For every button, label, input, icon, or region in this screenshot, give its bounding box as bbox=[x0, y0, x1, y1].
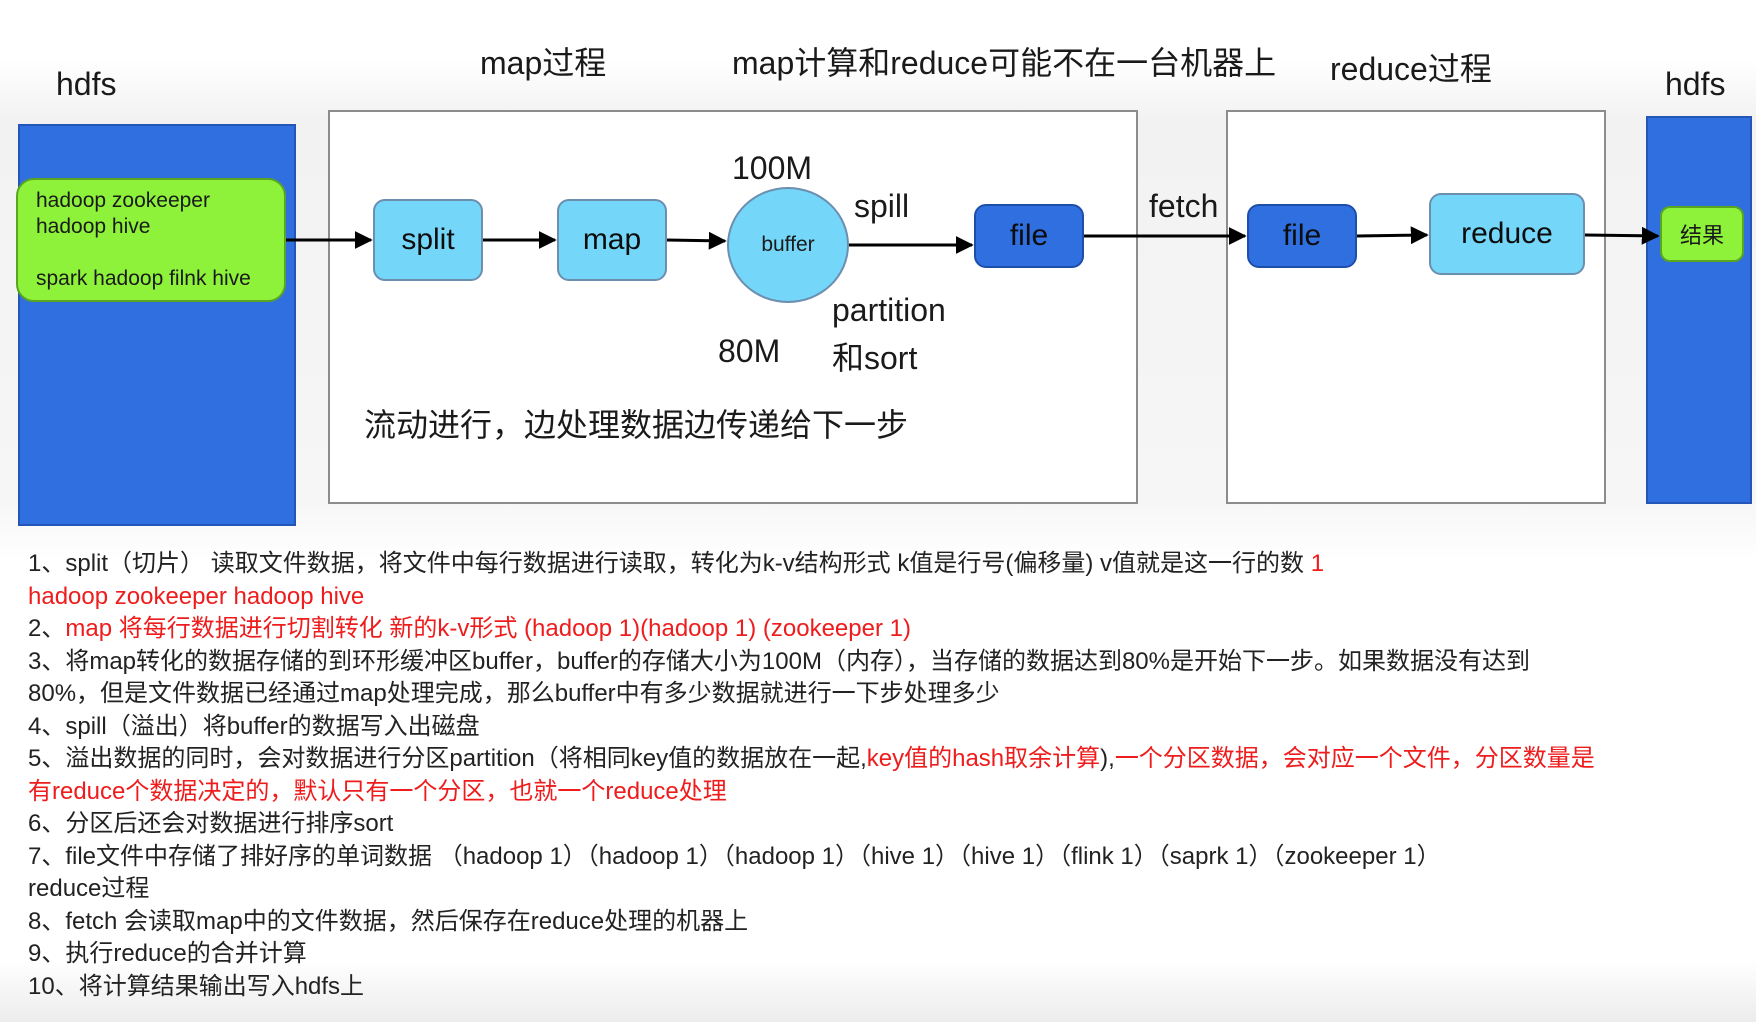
note-7-reduce-heading: reduce过程 bbox=[28, 875, 150, 902]
input-line-2: hadoop hive bbox=[36, 215, 151, 238]
note-6: 6、分区后还会对数据进行排序sort bbox=[28, 810, 394, 837]
note-7: 7、file文件中存储了排好序的单词数据 （hadoop 1）（hadoop 1… bbox=[28, 842, 1441, 870]
process-notes: 1、split（切片） 读取文件数据，将文件中每行数据进行读取，转化为k-v结构… bbox=[28, 548, 1738, 1003]
map-process-panel bbox=[328, 110, 1138, 504]
hdfs-left-label: hdfs bbox=[56, 66, 117, 102]
reduce-node: reduce bbox=[1429, 193, 1585, 275]
arrow-file-to-reduce bbox=[1356, 226, 1429, 245]
note-1-example-number: 1 bbox=[1310, 550, 1325, 577]
note-1-text: 1、split（切片） 读取文件数据，将文件中每行数据进行读取，转化为k-v结构… bbox=[28, 550, 1311, 577]
fetch-label: fetch bbox=[1149, 188, 1219, 224]
reduce-process-label: reduce过程 bbox=[1330, 51, 1492, 87]
map-node: map bbox=[557, 199, 667, 281]
arrow-reduce-to-result bbox=[1584, 226, 1660, 245]
partition-label: partition bbox=[832, 292, 946, 328]
note-2: 2、map 将每行数据进行切割转化 新的k-v形式 (hadoop 1)(had… bbox=[28, 613, 1738, 646]
note-3-continued: 80%，但是文件数据已经通过map处理完成，那么buffer中有多少数据就进行一… bbox=[28, 680, 1000, 707]
sort-label: 和sort bbox=[832, 340, 918, 376]
note-5-partition: 一个分区数据，会对应一个文件，分区数量是 bbox=[1114, 745, 1595, 772]
buffer-threshold-label: 80M bbox=[718, 333, 781, 369]
input-data-box: hadoop zookeeper hadoop hive spark hadoo… bbox=[16, 178, 286, 302]
hdfs-output-column bbox=[1646, 116, 1752, 504]
note-5-close: ), bbox=[1100, 745, 1115, 772]
note-5-continued: 有reduce个数据决定的，默认只有一个分区，也就一个reduce处理 bbox=[28, 777, 727, 805]
note-2-text: map 将每行数据进行切割转化 新的k-v形式 (hadoop 1)(hadoo… bbox=[65, 615, 911, 642]
note-8: 8、fetch 会读取map中的文件数据，然后保存在reduce处理的机器上 bbox=[28, 907, 749, 935]
note-10: 10、将计算结果输出写入hdfs上 bbox=[28, 972, 365, 1000]
note-1-example: hadoop zookeeper hadoop hive bbox=[28, 582, 365, 610]
flow-note: 流动进行，边处理数据边传递给下一步 bbox=[364, 407, 909, 443]
input-line-3: spark hadoop filnk hive bbox=[36, 267, 251, 290]
arrow-map-to-buffer bbox=[666, 231, 727, 250]
note-5-hash: key值的hash取余计算 bbox=[866, 745, 1101, 772]
reduce-file-node: file bbox=[1247, 204, 1357, 268]
spill-label: spill bbox=[854, 188, 910, 224]
note-3: 3、将map转化的数据存储的到环形缓冲区buffer，buffer的存储大小为1… bbox=[28, 647, 1530, 675]
split-node: split bbox=[373, 199, 483, 281]
note-1: 1、split（切片） 读取文件数据，将文件中每行数据进行读取，转化为k-v结构… bbox=[28, 548, 1738, 581]
hdfs-right-label: hdfs bbox=[1665, 66, 1726, 102]
note-9: 9、执行reduce的合并计算 bbox=[28, 940, 307, 967]
note-4: 4、spill（溢出）将buffer的数据写入出磁盘 bbox=[28, 712, 480, 740]
note-5: 5、溢出数据的同时，会对数据进行分区partition（将相同key值的数据放在… bbox=[28, 743, 1738, 776]
result-box: 结果 bbox=[1660, 206, 1744, 262]
note-5-text: 5、溢出数据的同时，会对数据进行分区partition（将相同key值的数据放在… bbox=[28, 745, 867, 772]
input-line-1: hadoop zookeeper bbox=[36, 189, 210, 212]
buffer-node: buffer bbox=[727, 187, 849, 303]
map-reduce-machine-note: map计算和reduce可能不在一台机器上 bbox=[732, 45, 1277, 81]
note-2-prefix: 2、 bbox=[28, 615, 66, 642]
buffer-size-label: 100M bbox=[732, 150, 813, 186]
reduce-process-panel bbox=[1226, 110, 1606, 504]
map-file-node: file bbox=[974, 204, 1084, 268]
map-process-label: map过程 bbox=[480, 45, 607, 81]
